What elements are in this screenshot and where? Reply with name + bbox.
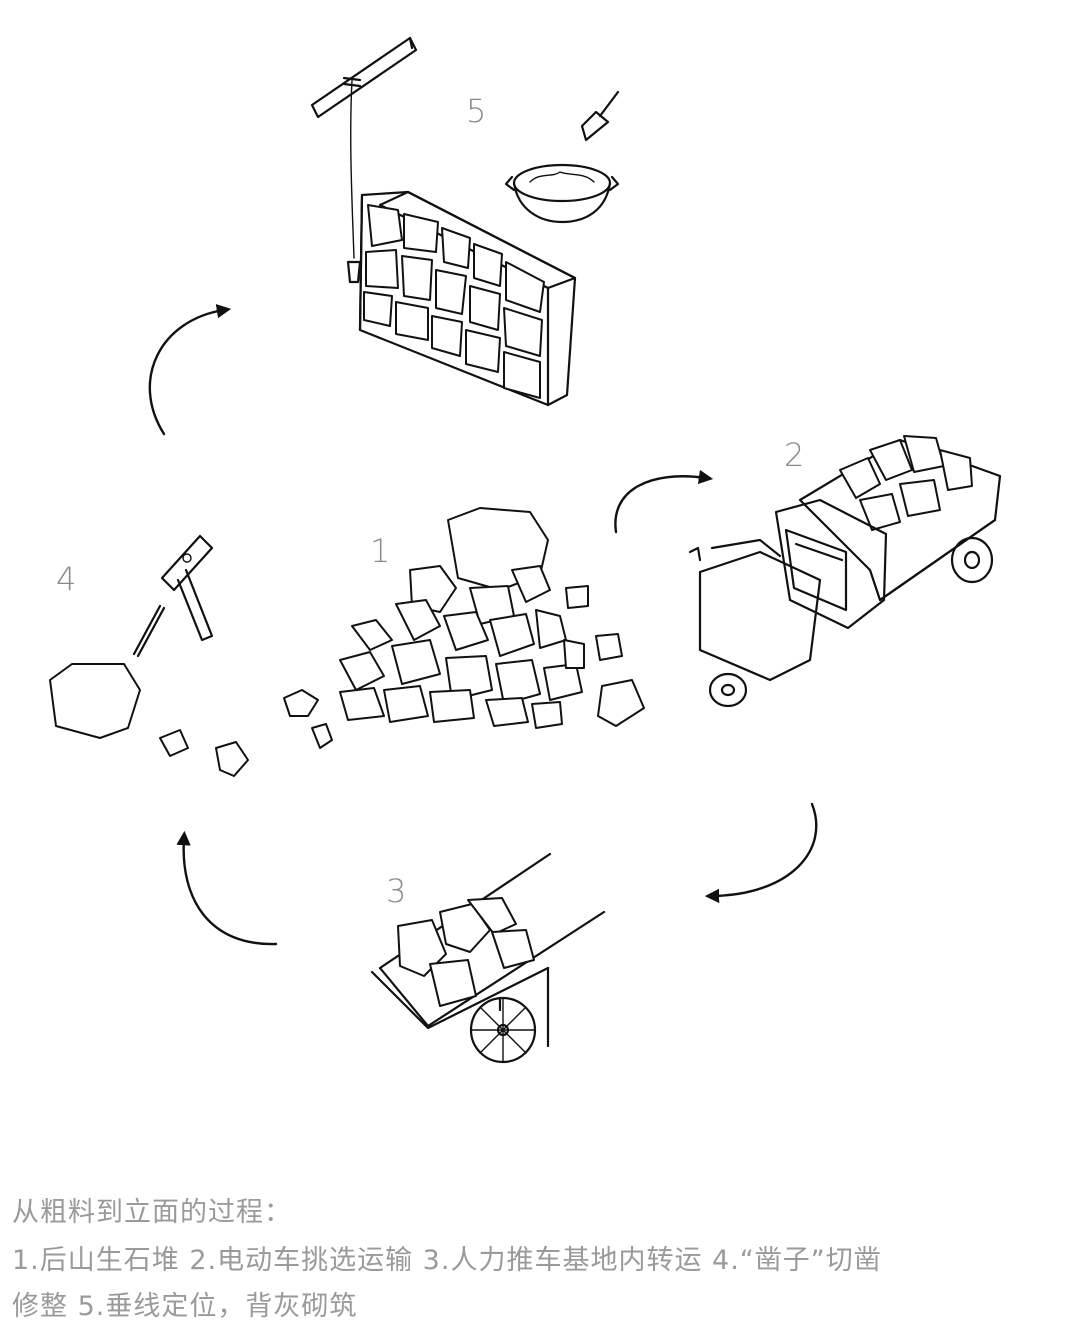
electric-truck-illustration [688, 435, 1002, 708]
caption-line-1: 1.后山生石堆 2.电动车挑选运输 3.人力推车基地内转运 4.“凿子”切凿 [12, 1245, 882, 1276]
step-number-2: 2 [784, 436, 804, 474]
wheelbarrow-illustration [370, 852, 606, 1064]
step-number-3: 3 [386, 872, 406, 910]
arrow-4-to-5 [148, 304, 232, 436]
chisel-hammer-illustration [49, 534, 249, 777]
rock-pile-illustration [283, 507, 645, 749]
arrow-1-to-2 [614, 469, 714, 534]
caption-title: 从粗料到立面的过程： [12, 1197, 292, 1228]
mortar-basin-illustration [504, 90, 620, 224]
step-number-1: 1 [370, 532, 390, 570]
step-number-4: 4 [56, 560, 76, 598]
caption-line-2: 修整 5.垂线定位，背灰砌筑 [12, 1291, 358, 1322]
stone-wall-illustration [310, 36, 577, 407]
flow-arrows [148, 304, 818, 946]
process-diagram: 5 2 1 4 3 [49, 36, 1002, 1064]
step-number-5: 5 [466, 92, 486, 130]
arrow-2-to-3 [704, 802, 818, 904]
arrow-3-to-4 [176, 830, 278, 946]
